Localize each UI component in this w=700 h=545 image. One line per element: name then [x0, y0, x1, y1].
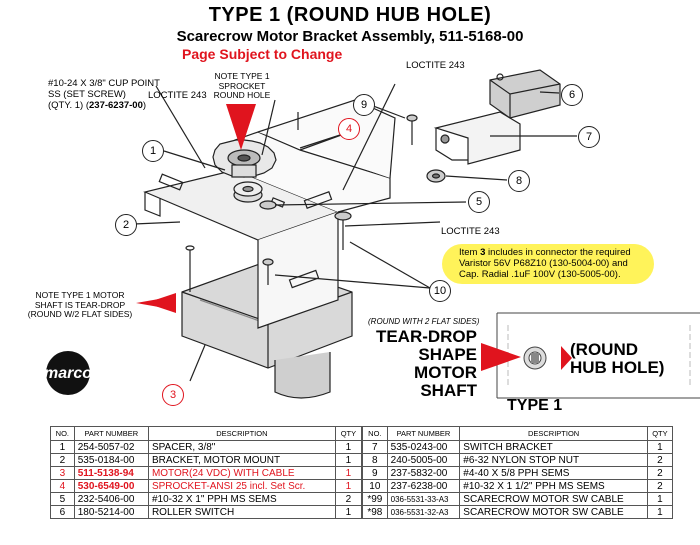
callout-6: 6 [561, 84, 583, 106]
type-label: TYPE 1 [507, 397, 563, 414]
motor-can [274, 352, 331, 399]
motor-shaft-note: NOTE TYPE 1 MOTOR SHAFT IS TEAR-DROP (RO… [27, 290, 133, 319]
callout-9: 9 [353, 94, 375, 116]
marco-logo: marco [33, 350, 103, 396]
sprocket-pointer-arrow [226, 104, 256, 150]
svg-text:marco: marco [44, 365, 92, 382]
col-part-number: PART NUMBER [73, 426, 149, 441]
col-no: NO. [50, 426, 75, 441]
table-header-row: NO. PART NUMBER DESCRIPTION QTY [50, 426, 363, 441]
callout-8: 8 [508, 170, 530, 192]
exploded-assembly-diagram [133, 69, 700, 399]
callout-2: 2 [115, 214, 137, 236]
table-header-row: NO. PART NUMBER DESCRIPTION QTY [362, 426, 674, 441]
col-qty: QTY [646, 426, 674, 441]
callout-4: 4 [338, 118, 360, 140]
col-part-number: PART NUMBER [386, 426, 461, 441]
callout-5: 5 [468, 191, 490, 213]
col-no: NO. [362, 426, 388, 441]
set-screw-note: #10-24 X 3/8" CUP POINT SS (SET SCREW) (… [48, 78, 160, 111]
sprocket-note: NOTE TYPE 1 SPROCKET ROUND HOLE [213, 71, 271, 100]
loctite-note-c: LOCTITE 243 [441, 226, 500, 237]
callout-10: 10 [429, 280, 451, 302]
item-3-note: Item 3 includes in connector the require… [459, 247, 631, 280]
col-qty: QTY [334, 426, 363, 441]
tear-drop-label: TEAR-DROP SHAPE MOTOR SHAFT [375, 327, 477, 400]
loctite-note-a: LOCTITE 243 [148, 90, 207, 101]
hub-pointer-arrow [481, 343, 521, 371]
callout-1: 1 [142, 140, 164, 162]
page-subtitle: Scarecrow Motor Bracket Assembly, 511-51… [176, 28, 524, 45]
change-notice: Page Subject to Change [182, 46, 343, 62]
round-hub-hole-label: (ROUND HUB HOLE) [570, 340, 665, 377]
switch-bracket [433, 111, 521, 165]
col-description: DESCRIPTION [459, 426, 648, 441]
loctite-note-b: LOCTITE 243 [406, 60, 465, 71]
flat-sides-note: (ROUND WITH 2 FLAT SIDES) [368, 317, 480, 326]
callout-7: 7 [578, 126, 600, 148]
roller-switch [489, 69, 561, 119]
item-3-highlight [442, 244, 654, 284]
callout-3: 3 [162, 384, 184, 406]
col-description: DESCRIPTION [147, 426, 336, 441]
page-title: TYPE 1 (ROUND HUB HOLE) [208, 4, 492, 26]
